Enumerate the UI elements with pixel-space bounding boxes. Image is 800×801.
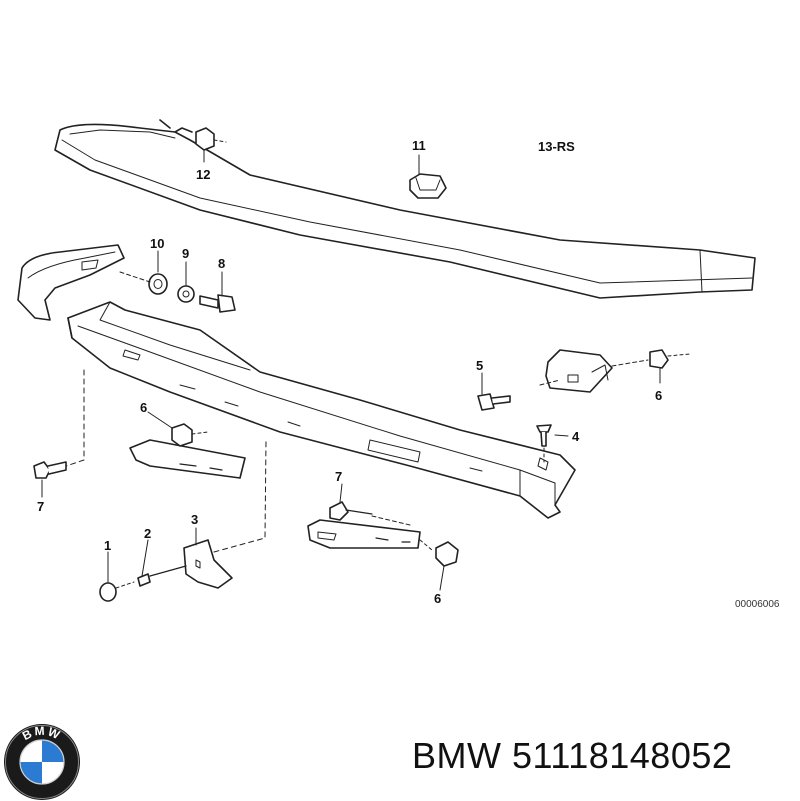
leader-lines bbox=[41, 149, 661, 591]
screw-part-4 bbox=[536, 424, 569, 463]
callout-12: 12 bbox=[196, 167, 210, 182]
end-cap bbox=[539, 349, 691, 393]
callout-1: 1 bbox=[104, 538, 111, 553]
corner-piece bbox=[17, 244, 125, 321]
callout-6-right: 6 bbox=[655, 388, 662, 403]
callout-9: 9 bbox=[182, 246, 189, 261]
callout-11: 11 bbox=[412, 138, 426, 153]
logo-letters: BMW bbox=[20, 724, 62, 743]
callout-2: 2 bbox=[144, 526, 151, 541]
bolt-part-5 bbox=[477, 393, 511, 411]
callout-5: 5 bbox=[476, 358, 483, 373]
callout-10: 10 bbox=[150, 236, 164, 251]
callout-7-right: 7 bbox=[335, 469, 342, 484]
callout-8: 8 bbox=[218, 256, 225, 271]
callout-4: 4 bbox=[572, 429, 580, 444]
bolt-part-7-left bbox=[33, 369, 85, 479]
nut-part-12 bbox=[195, 127, 227, 151]
bumper-trim-strip bbox=[54, 119, 756, 299]
bracket-left bbox=[129, 423, 246, 479]
assembly-label: 13-RS bbox=[538, 139, 575, 154]
bumper-beam bbox=[67, 301, 576, 519]
callout-3: 3 bbox=[191, 512, 198, 527]
clip-part-11 bbox=[409, 173, 447, 199]
part-number: 51118148052 bbox=[512, 735, 733, 776]
bmw-logo: BMW bbox=[4, 724, 80, 800]
drawing-number: 00006006 bbox=[735, 599, 780, 610]
callout-7-left: 7 bbox=[37, 499, 44, 514]
brand-name: BMW bbox=[412, 735, 502, 776]
fastener-group-8-9-10 bbox=[119, 271, 236, 313]
parts-diagram: 12 11 10 9 8 5 6 6 6 4 7 7 3 2 1 13-RS 0… bbox=[17, 119, 780, 610]
svg-text:BMW: BMW bbox=[20, 724, 64, 743]
mount-part-3 bbox=[99, 439, 267, 602]
part-title: BMW 51118148052 bbox=[412, 735, 732, 777]
bracket-right bbox=[307, 501, 459, 567]
callout-6-middle: 6 bbox=[140, 400, 147, 415]
callout-6-bottom: 6 bbox=[434, 591, 441, 606]
